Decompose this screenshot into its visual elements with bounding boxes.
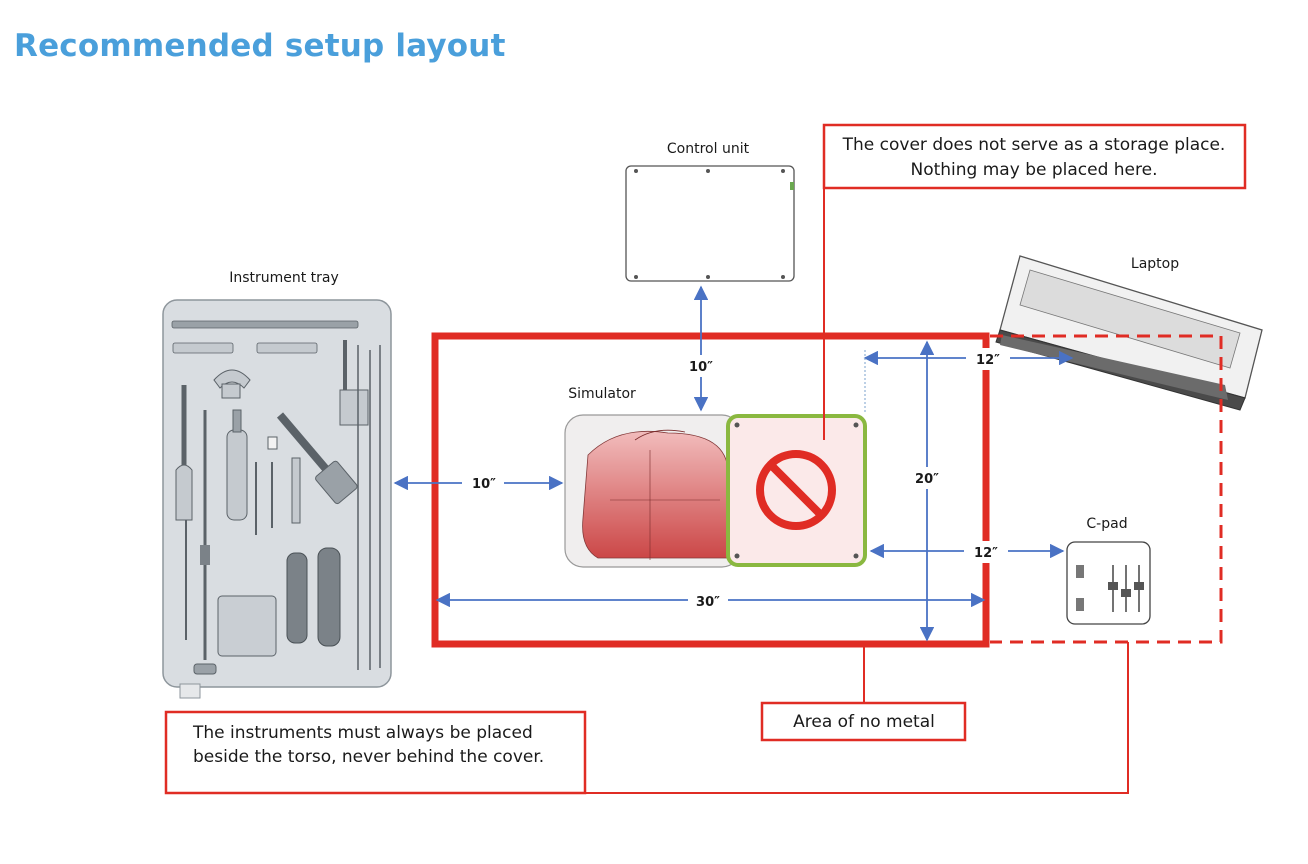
instrument-tray-label: Instrument tray	[229, 270, 339, 286]
simulator-label: Simulator	[568, 386, 636, 402]
laptop-distance-value: 12″	[976, 353, 1000, 368]
no-metal-callout: Area of no metal	[760, 647, 967, 742]
dimension-arrows: 10″ 10″ 12″ 12″ 20″ 30″	[393, 285, 1074, 642]
cover	[726, 414, 867, 567]
instruments-callout: The instruments must always be placed be…	[164, 642, 1129, 795]
page-title: Recommended setup layout	[14, 28, 506, 64]
tray-distance-value: 10″	[472, 477, 496, 492]
no-entry-icon	[756, 450, 836, 530]
no-metal-extended-area	[990, 334, 1223, 644]
instruments-note-line2: beside the torso, never behind the cover…	[193, 747, 544, 767]
control-unit-label: Control unit	[667, 141, 750, 157]
control-unit-icon: Control unit	[625, 141, 795, 282]
cover-note-line2: Nothing may be placed here.	[911, 160, 1158, 180]
control-distance-value: 10″	[689, 360, 713, 375]
c-pad-label: C-pad	[1086, 516, 1127, 532]
instruments-note-line1: The instruments must always be placed	[192, 723, 533, 743]
depth-value: 20″	[915, 472, 939, 487]
c-pad-icon: C-pad	[1066, 516, 1151, 625]
width-value: 30″	[696, 595, 720, 610]
cpad-distance-value: 12″	[974, 546, 998, 561]
laptop-label: Laptop	[1131, 256, 1179, 272]
instrument-tray-icon: Instrument tray	[162, 270, 392, 699]
cover-callout: The cover does not serve as a storage pl…	[822, 123, 1247, 440]
cover-note-line1: The cover does not serve as a storage pl…	[842, 135, 1226, 155]
simulator-torso-icon: Simulator	[564, 386, 741, 568]
no-metal-note: Area of no metal	[793, 712, 935, 732]
